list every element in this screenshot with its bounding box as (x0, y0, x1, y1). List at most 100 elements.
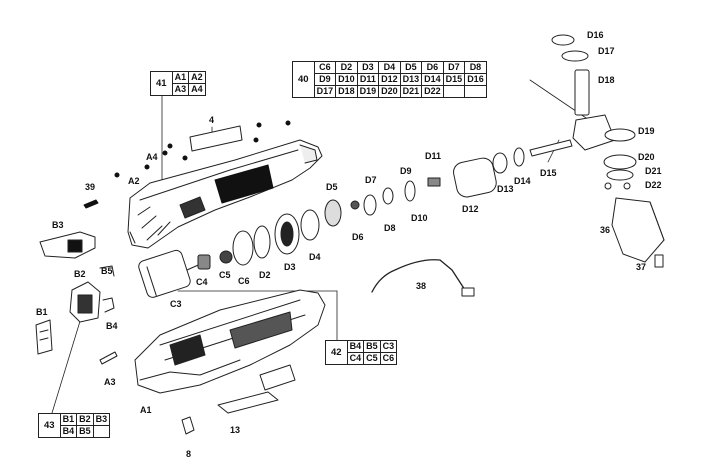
group-cell: D17 (313, 85, 337, 98)
group-cell: D7 (442, 61, 466, 74)
callout-39: 39 (85, 182, 96, 192)
screws (83, 120, 291, 209)
callout-13: 13 (230, 425, 241, 435)
callout-d3: D3 (284, 262, 296, 272)
group-table-43: 43 B1 B2 B3 B4 B5 (38, 413, 111, 438)
callout-b4: B4 (106, 321, 118, 331)
group-cell: D18 (335, 85, 358, 98)
group-cell: B3 (92, 413, 111, 426)
group-cell: D16 (464, 73, 487, 86)
callout-c6: C6 (238, 276, 250, 286)
group-cell: D21 (399, 85, 423, 98)
gearbox-parts (197, 139, 573, 270)
callout-b1: B1 (36, 307, 48, 317)
callout-d22: D22 (645, 180, 662, 190)
leader-lines (51, 79, 593, 414)
switch-module (35, 231, 115, 355)
group-cell: B5 (363, 340, 381, 353)
callout-d4: D4 (309, 252, 321, 262)
callout-8: 8 (186, 449, 192, 459)
chuck (611, 197, 665, 268)
callout-d15: D15 (540, 168, 557, 178)
group-cell: D8 (464, 61, 487, 74)
motor (138, 249, 206, 298)
callout-d7: D7 (365, 175, 377, 185)
callout-36: 36 (600, 225, 611, 235)
lower-housing (134, 289, 326, 394)
group-cell: D15 (442, 73, 466, 86)
group-cell: A2 (188, 71, 206, 84)
callout-d5: D5 (326, 182, 338, 192)
callout-d9: D9 (400, 166, 412, 176)
group-cell (92, 425, 111, 438)
upper-housing (127, 139, 323, 249)
group-cell: D5 (399, 61, 423, 74)
cable (371, 259, 466, 293)
callout-b5: B5 (101, 266, 113, 276)
group-key-41: 41 (150, 71, 173, 96)
callout-d20: D20 (638, 152, 655, 162)
callout-a4: A4 (146, 152, 158, 162)
group-cell: B1 (59, 413, 78, 426)
group-key-42: 42 (325, 340, 348, 365)
group-cell: C4 (346, 352, 365, 365)
callout-d12: D12 (462, 204, 479, 214)
group-table-42: 42 B4 B5 C3 C4 C5 C6 (325, 340, 398, 365)
clip-part (181, 416, 195, 435)
callout-d8: D8 (384, 223, 396, 233)
callout-38: 38 (416, 281, 427, 291)
group-cell: A3 (171, 83, 190, 96)
callout-c5: C5 (219, 270, 231, 280)
trigger-rail (217, 391, 279, 414)
group-cell: D13 (399, 73, 423, 86)
group-cell: C6 (313, 61, 337, 74)
group-cell: D4 (378, 61, 401, 74)
group-cell (442, 85, 466, 98)
group-cell: D2 (335, 61, 358, 74)
callout-b2: B2 (74, 269, 86, 279)
group-key-43: 43 (38, 413, 61, 438)
callout-d14: D14 (514, 176, 531, 186)
callout-b3: B3 (52, 220, 64, 230)
group-table-40: 40 C6 D2 D3 D4 D5 D6 D7 D8 D9 D10 D11 D1… (292, 61, 487, 98)
group-key-40: 40 (292, 61, 315, 98)
callout-a2: A2 (128, 176, 140, 186)
group-cell: C3 (379, 340, 398, 353)
callout-c4: C4 (196, 277, 208, 287)
group-cell: D11 (356, 73, 380, 86)
group-table-41: 41 A1 A2 A3 A4 (150, 71, 206, 96)
cable-connector (461, 287, 475, 297)
group-cell: D3 (356, 61, 380, 74)
callout-d6: D6 (352, 232, 364, 242)
group-cell: A4 (188, 83, 206, 96)
callout-d11: D11 (425, 151, 442, 161)
callout-37: 37 (636, 262, 647, 272)
group-cell: C6 (379, 352, 398, 365)
angle-head (551, 34, 637, 190)
callout-c3: C3 (170, 299, 182, 309)
group-cell (464, 85, 487, 98)
callout-a3: A3 (104, 377, 116, 387)
group-cell: D14 (421, 73, 444, 86)
label-plate (189, 125, 243, 152)
group-cell: D9 (313, 73, 337, 86)
group-cell: A1 (171, 71, 190, 84)
callout-d18: D18 (598, 75, 615, 85)
group-cell: C5 (363, 352, 381, 365)
group-cell: B4 (59, 425, 78, 438)
callout-d2: D2 (259, 270, 271, 280)
group-cell: D20 (378, 85, 401, 98)
callout-d16: D16 (587, 30, 604, 40)
callout-a1: A1 (140, 405, 152, 415)
group-cell: D12 (378, 73, 401, 86)
group-cell: B5 (76, 425, 94, 438)
group-cell: B2 (76, 413, 94, 426)
callout-d19: D19 (638, 126, 655, 136)
group-cell: D10 (335, 73, 358, 86)
group-cell: D22 (421, 85, 444, 98)
callout-d10: D10 (411, 213, 428, 223)
callout-d21: D21 (645, 166, 662, 176)
callout-d17: D17 (598, 46, 615, 56)
callout-4: 4 (209, 115, 215, 125)
